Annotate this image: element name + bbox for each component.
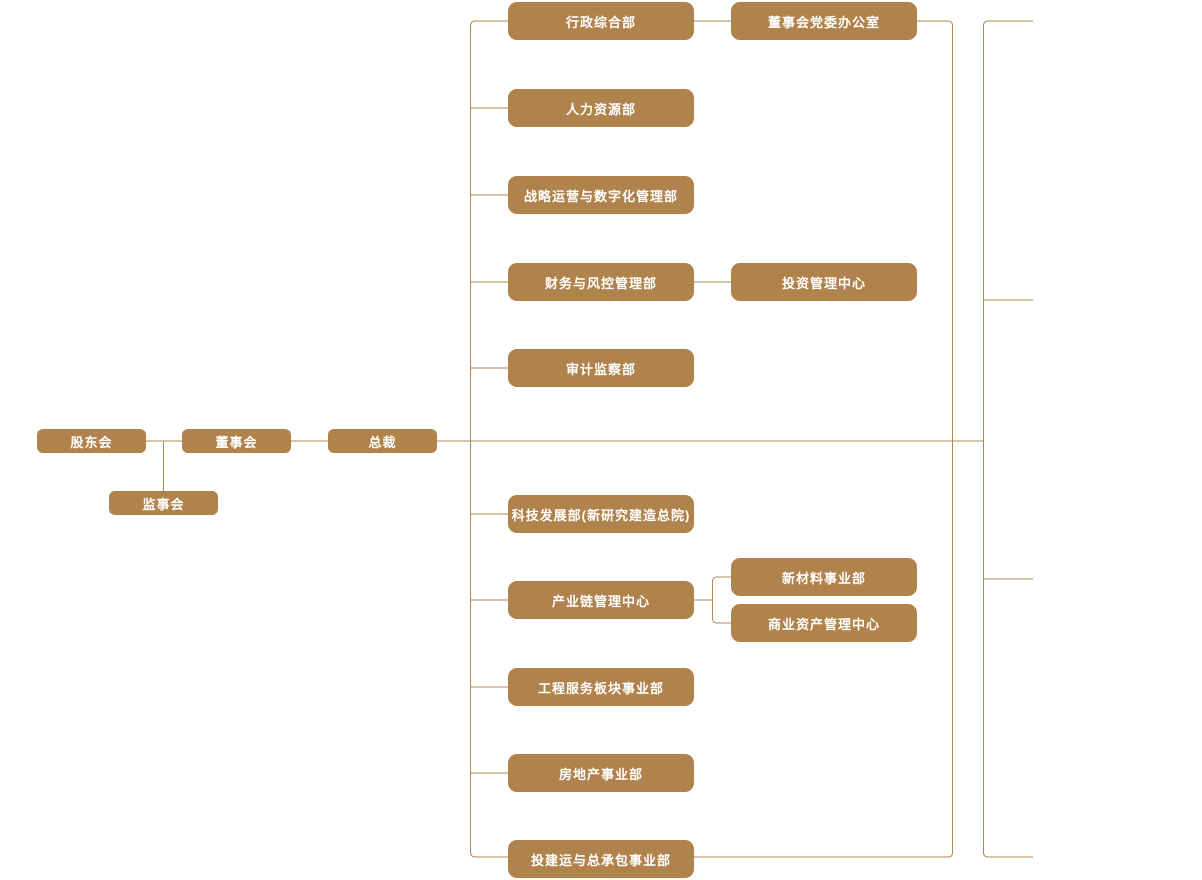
connector-right-spine-inner	[694, 20, 953, 858]
node-board-of-directors: 董事会	[182, 429, 291, 453]
node-party-committee-office: 董事会党委办公室	[731, 2, 917, 40]
node-invest-build-epc-dept: 投建运与总承包事业部	[508, 840, 694, 878]
node-president: 总裁	[328, 429, 437, 453]
node-new-materials-dept: 新材料事业部	[731, 558, 917, 596]
node-admin-dept: 行政综合部	[508, 2, 694, 40]
node-audit-dept: 审计监察部	[508, 349, 694, 387]
node-strategy-digital-dept: 战略运营与数字化管理部	[508, 176, 694, 214]
node-shareholders-meeting: 股东会	[37, 429, 146, 453]
connector-department-spine	[470, 20, 508, 858]
connector-industry-chain-fork	[694, 576, 731, 624]
connector-governance-links	[146, 440, 328, 491]
node-supervisory-board: 监事会	[109, 491, 218, 515]
node-tech-development-dept: 科技发展部(新研究建造总院)	[508, 495, 694, 533]
node-finance-risk-dept: 财务与风控管理部	[508, 263, 694, 301]
node-investment-mgmt-center: 投资管理中心	[731, 263, 917, 301]
node-engineering-services-dept: 工程服务板块事业部	[508, 668, 694, 706]
node-real-estate-dept: 房地产事业部	[508, 754, 694, 792]
node-commercial-assets-center: 商业资产管理中心	[731, 604, 917, 642]
node-hr-dept: 人力资源部	[508, 89, 694, 127]
node-industry-chain-center: 产业链管理中心	[508, 581, 694, 619]
connector-right-spine-outer	[983, 20, 1033, 858]
